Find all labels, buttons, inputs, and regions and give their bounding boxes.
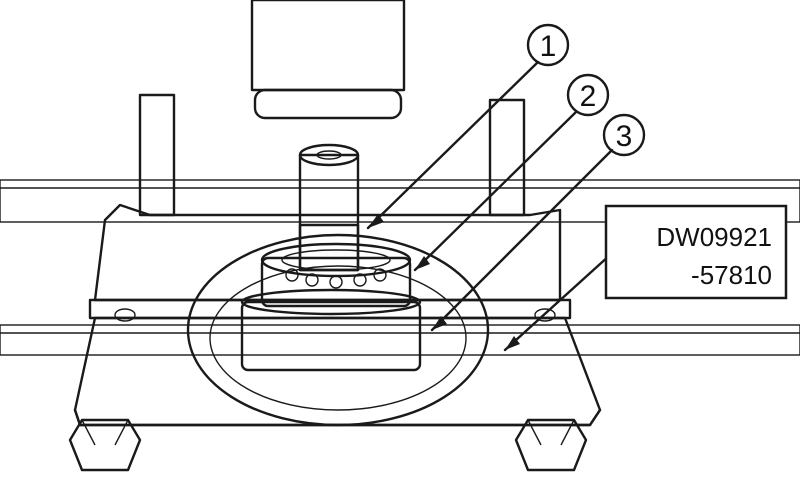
left-hex-bolt	[68, 418, 142, 472]
tool-number-line1: DW09921	[656, 222, 772, 252]
callout-1-number: 1	[540, 30, 557, 63]
right-hex-bolt	[514, 418, 588, 472]
tool-number-label: DW09921 -57810	[604, 204, 788, 300]
callout-3: 3	[602, 113, 646, 157]
bearing-separator-tool	[73, 203, 602, 427]
callout-1: 1	[526, 23, 570, 67]
callout-2: 2	[566, 73, 610, 117]
callout-2-number: 2	[580, 80, 597, 113]
ball-bearing	[260, 242, 412, 308]
output-shaft	[298, 143, 360, 272]
left-threaded-stud	[138, 93, 176, 217]
press-bed-rails	[0, 179, 800, 356]
callout-3-number: 3	[616, 120, 633, 153]
tool-number-line2: -57810	[691, 260, 772, 290]
transmission-gear	[240, 288, 422, 372]
right-threaded-stud	[488, 98, 526, 217]
press-ram	[250, 0, 406, 120]
callout-leaders	[366, 60, 614, 352]
